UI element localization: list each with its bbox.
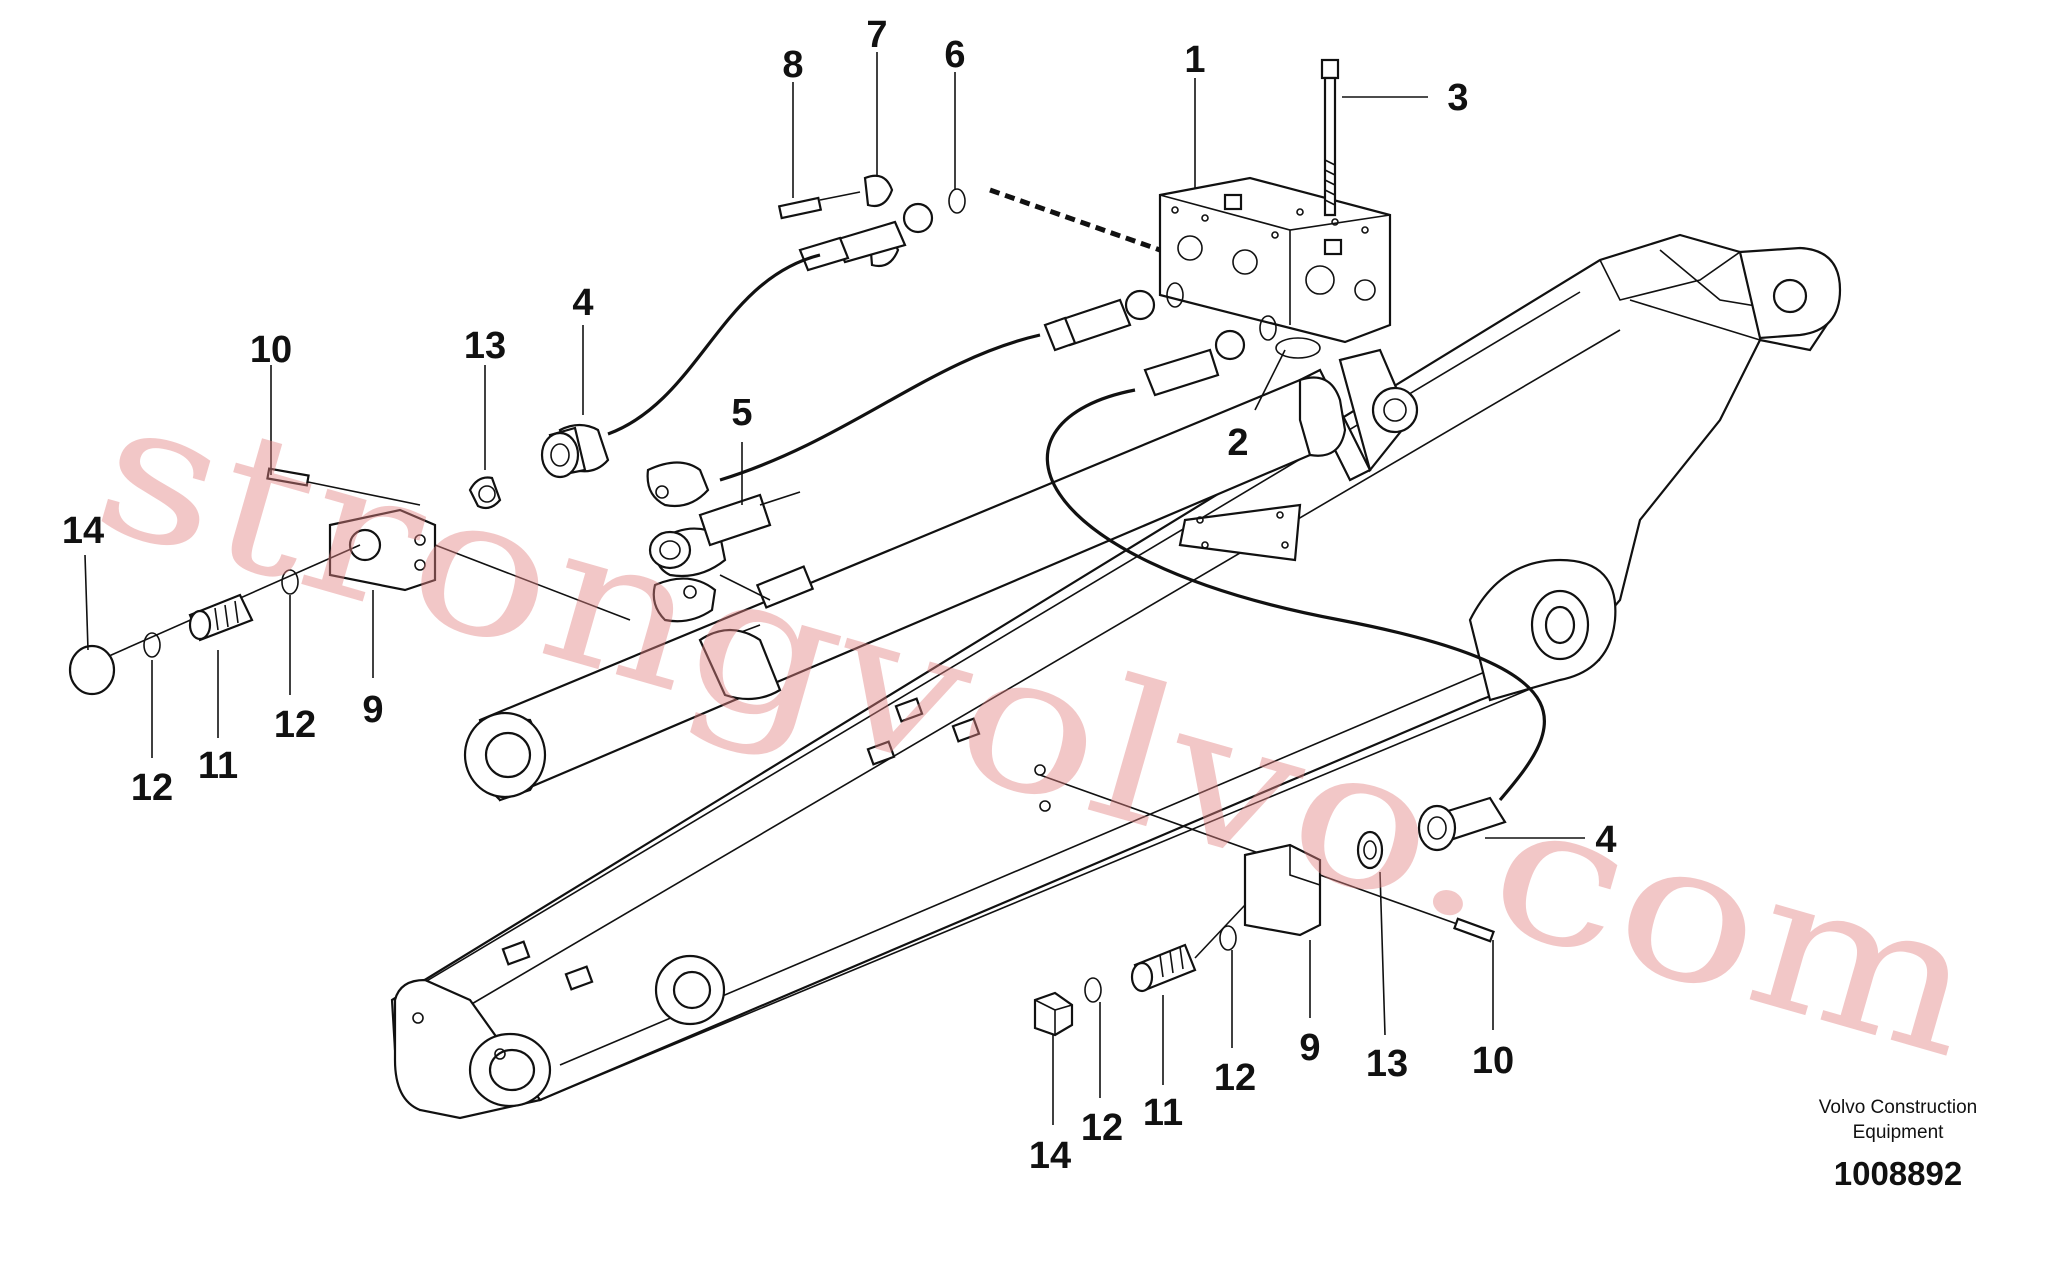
caption-line-1: Volvo Construction bbox=[1819, 1097, 1977, 1118]
callout-12-lower-outer: 12 bbox=[1081, 1107, 1123, 1149]
valve-block bbox=[1158, 176, 1392, 344]
leader-lines bbox=[84, 52, 1585, 1125]
callout-4-upper: 4 bbox=[572, 282, 593, 324]
mid-fittings bbox=[1043, 282, 1321, 397]
hoses bbox=[607, 253, 1546, 802]
callout-8: 8 bbox=[782, 44, 803, 86]
callout-6: 6 bbox=[944, 34, 965, 76]
boom-cylinder bbox=[463, 376, 1347, 802]
callout-4-lower: 4 bbox=[1595, 819, 1616, 861]
callout-3: 3 bbox=[1447, 77, 1468, 119]
clamp-halves bbox=[646, 461, 801, 623]
callout-9-left: 9 bbox=[362, 689, 383, 731]
excavator-boom bbox=[390, 233, 1842, 1120]
callout-9-lower: 9 bbox=[1299, 1027, 1320, 1069]
caption-block: Volvo Construction Equipment 1008892 bbox=[1819, 1097, 1977, 1192]
lower-fitting-group bbox=[1033, 774, 1507, 1037]
callout-1: 1 bbox=[1184, 39, 1205, 81]
callout-11-left: 11 bbox=[198, 745, 238, 787]
callout-10-left: 10 bbox=[250, 329, 292, 371]
callout-7: 7 bbox=[866, 14, 887, 56]
callout-13-lower: 13 bbox=[1366, 1043, 1408, 1085]
callout-13-left: 13 bbox=[464, 325, 506, 367]
callout-14-left: 14 bbox=[62, 510, 104, 552]
document-number: 1008892 bbox=[1834, 1155, 1962, 1192]
callout-labels: 1 2 3 4 4 5 6 7 8 9 9 10 10 11 11 12 12 … bbox=[62, 14, 1617, 1177]
callout-11-lower: 11 bbox=[1143, 1092, 1183, 1134]
callout-14-lower: 14 bbox=[1029, 1135, 1071, 1177]
callout-12-left-outer: 12 bbox=[131, 767, 173, 809]
upper-fitting-group bbox=[777, 174, 966, 272]
left-fitting-group bbox=[68, 423, 631, 696]
callout-12-lower-inner: 12 bbox=[1214, 1057, 1256, 1099]
caption-line-2: Equipment bbox=[1853, 1122, 1945, 1143]
callout-12-left-inner: 12 bbox=[274, 704, 316, 746]
callout-2: 2 bbox=[1227, 422, 1248, 464]
long-bolt bbox=[1320, 58, 1340, 217]
callout-10-lower: 10 bbox=[1472, 1040, 1514, 1082]
dashed-connection-line bbox=[989, 187, 1161, 253]
callout-5: 5 bbox=[731, 392, 752, 434]
